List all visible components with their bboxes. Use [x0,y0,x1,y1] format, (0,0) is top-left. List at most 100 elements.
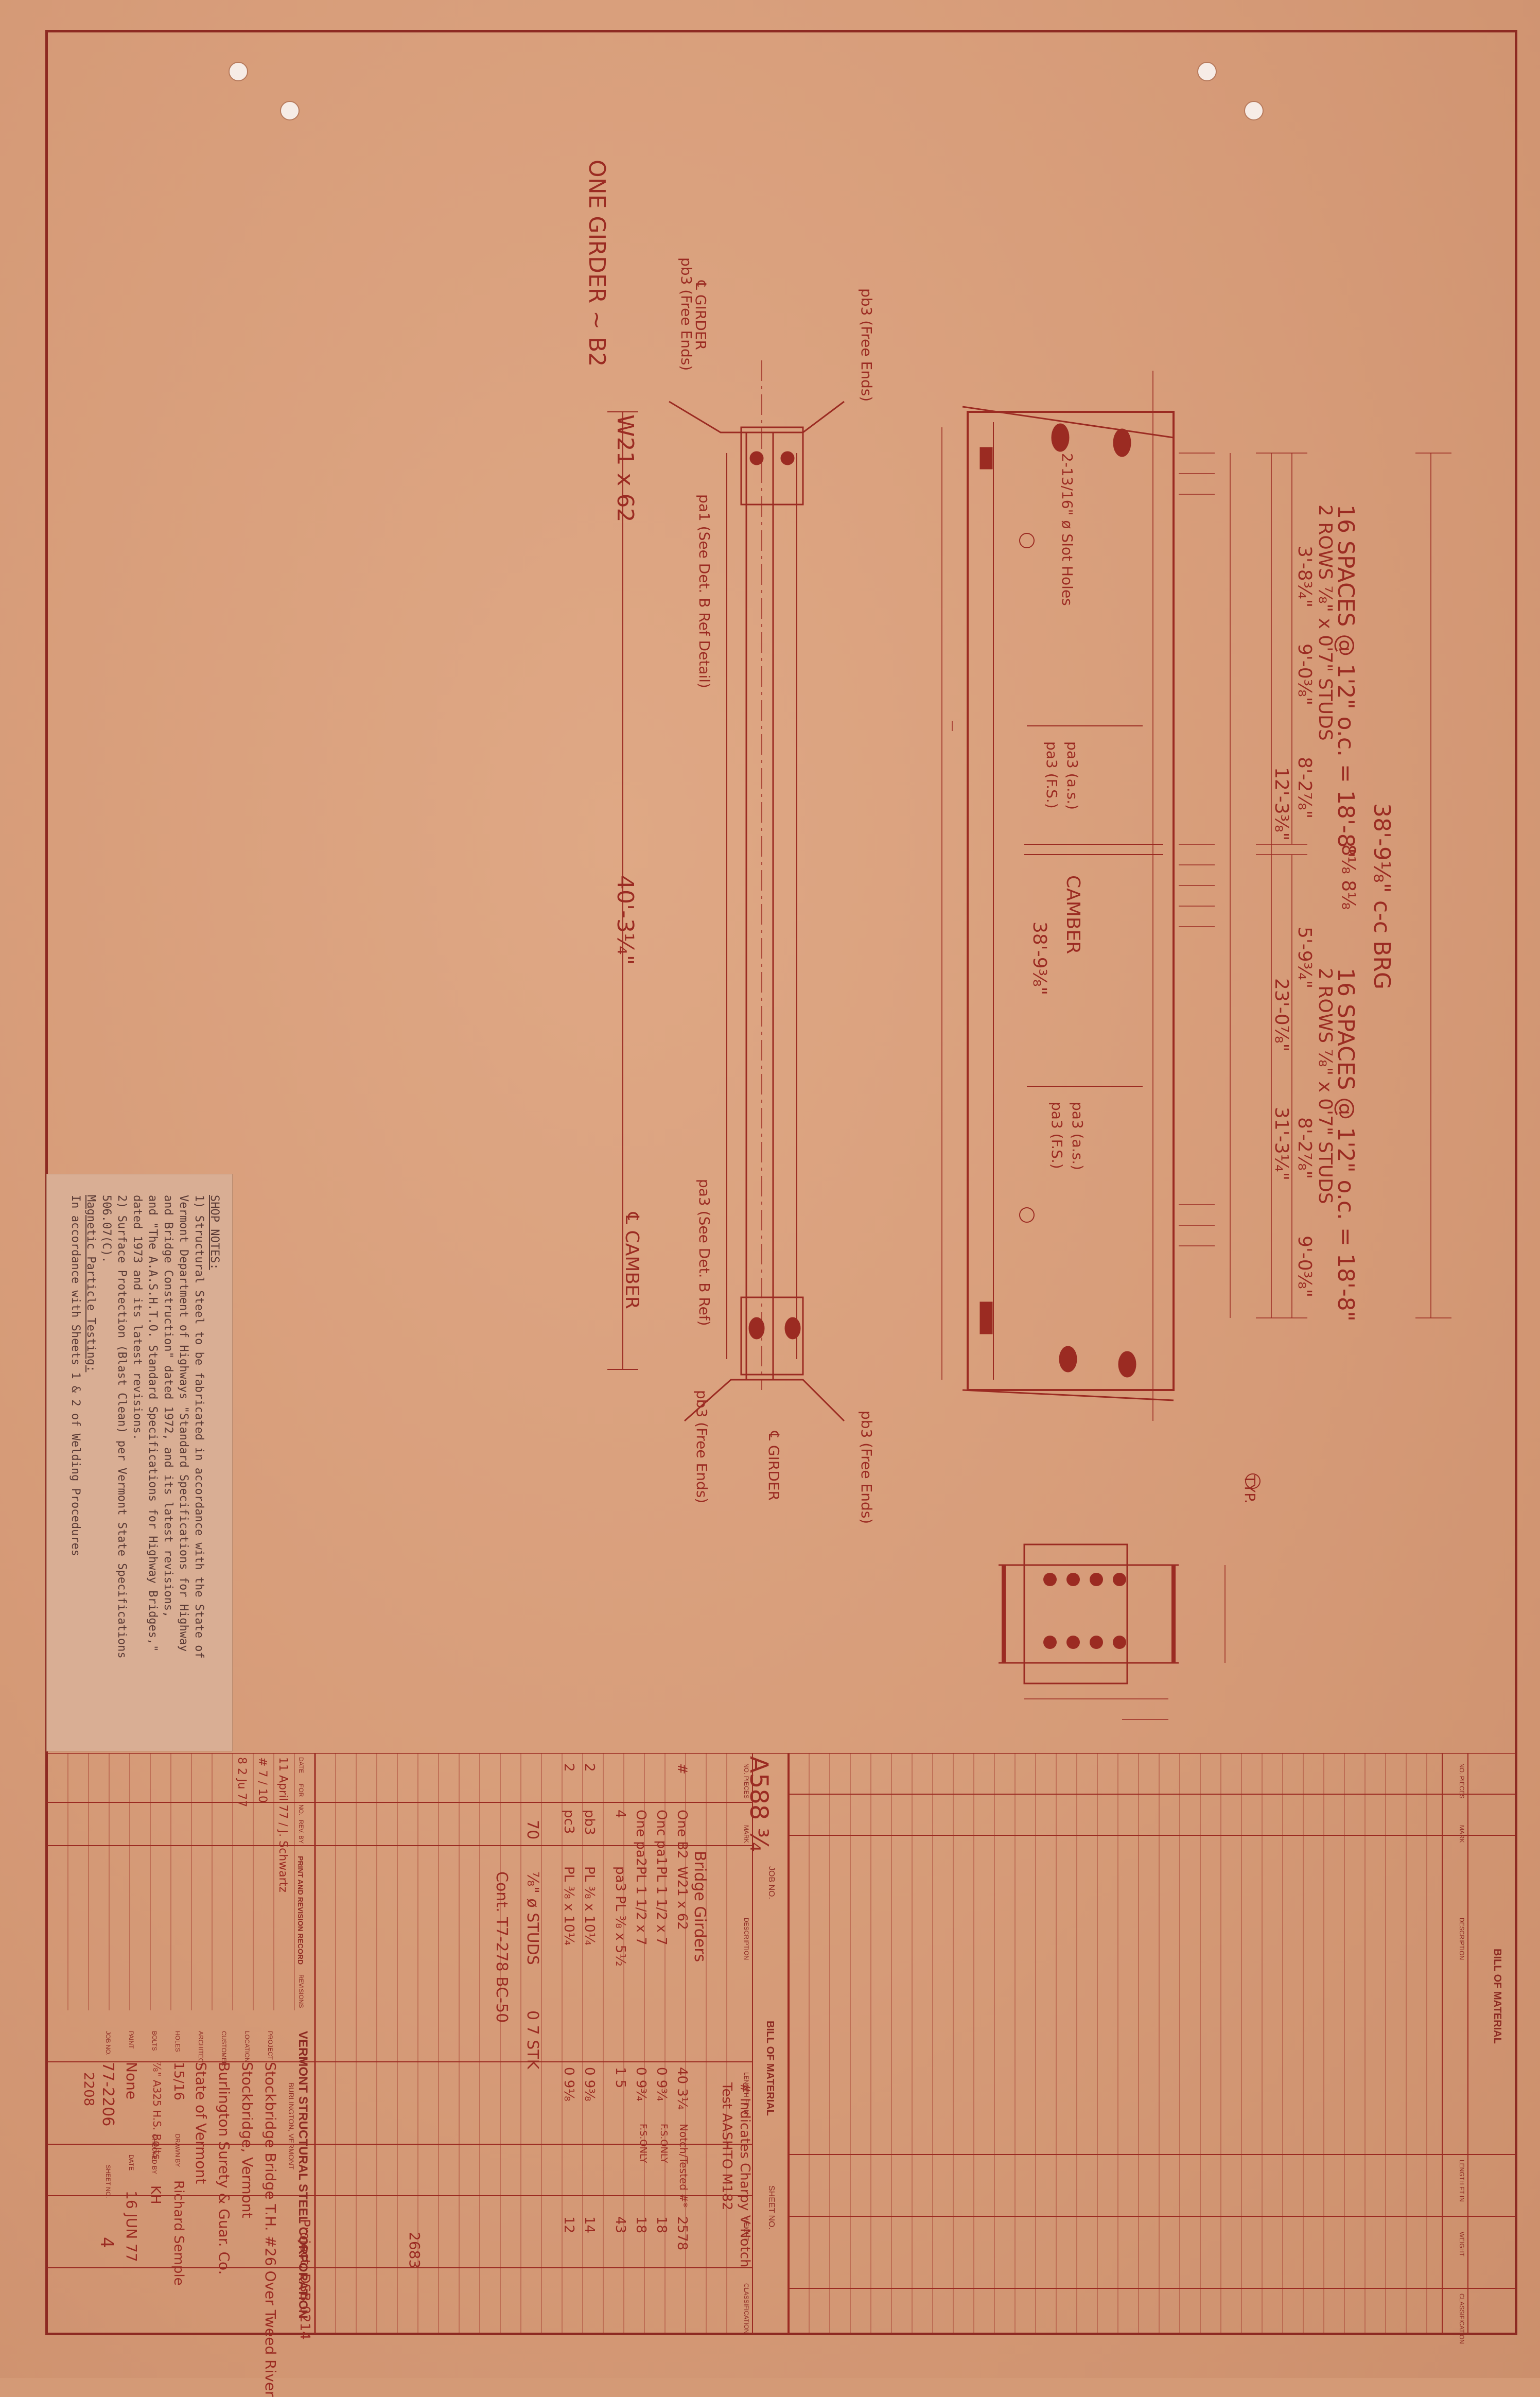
segment-dim: 23'-0⅞" [1271,978,1292,1052]
plate-note: pb3 (Free Ends) [858,1411,875,1524]
punch-hole [1244,101,1264,120]
girder-section-label: W21 x 62 [612,414,638,523]
mp-text: In accordance with Sheets 1 & 2 of Weldi… [69,1195,82,1556]
cl-girder-bottom: ℄ GIRDER [765,1431,782,1501]
camber-web-dim: 38'-9⅜" [1029,922,1050,996]
grade-label: A588 ¾ [744,1756,773,1852]
customer-value: Burlington Surety & Guar. Co. [216,2062,233,2275]
studs-qty: 70 [523,1820,541,1840]
group-title: Bridge Girders [691,1851,709,1962]
rev-header: DATE [297,1757,305,1774]
architect-label: ARCHITECT [197,2031,204,2066]
bom-mark: pb3 [582,1810,597,1835]
job-label: JOB NO. [104,2031,112,2056]
bom-note: F.S.ONLY [658,2124,669,2163]
shop-note-line: 1) Structural Steel to be fabricated in … [192,1195,205,1659]
shop-note-line: 2) Surface Protection (Blast Clean) per … [115,1195,128,1659]
date-label: DATE [128,2155,135,2171]
drawn-label: DRAWN BY [174,2134,181,2167]
bom-note: Notch/Tested #* [677,2124,690,2208]
studs-desc: ⅞" ø STUDS [523,1871,541,1965]
location-label: LOCATION [243,2031,251,2062]
segment-dim: 9'-0⅜" [1294,644,1315,706]
shop-note-line: and Bridge Construction" dated 1972, and… [162,1195,174,1618]
holes-value: 15/16 [171,2062,186,2100]
camber-top-label: ℄ CAMBER [621,1212,642,1309]
contract-no: Cont. T7-278 BC-50 [493,1871,511,2023]
shop-notes-panel: SHOP NOTES: 1) Structural Steel to be fa… [46,1174,233,1751]
bom-mark: 4 [612,1810,628,1818]
rev-header: NO. [297,1804,305,1816]
punch-hole [229,62,248,81]
punch-hole [1197,62,1217,81]
bom-mark: pc3 [561,1810,576,1834]
plate-note: pb3 (Free Ends) [678,257,695,371]
plate-note: pb3 (Free Ends) [693,1390,710,1504]
bom-length: 1 5 [612,2067,628,2089]
spaces-right: 16 SPACES @ 1'2" o.c. = 18'-8" [1333,968,1359,1322]
spaces-left: 16 SPACES @ 1'2" o.c. = 18'-8" [1333,505,1359,859]
rev-header: FOR [297,1784,305,1797]
bolts-label: BOLTS [151,2031,158,2051]
girder-web-edge [745,431,774,1381]
sheet-no-label: SHEET NO. [767,2185,776,2230]
studs-left: 2 ROWS ⅞" x 0'7" STUDS [1315,505,1336,741]
bom-title: BILL OF MATERIAL [764,2021,776,2116]
plate-note: pa3 (a.s.) [1064,741,1081,810]
bom-col-header: CLASSIFICATION [743,2283,750,2334]
segment-dim: 8'-2⅞" [1294,1117,1315,1179]
checked-value: KH [148,2185,163,2204]
bom-col-header: WEIGHT [1458,2232,1465,2256]
bom-grid [47,1753,1515,2334]
segment-dim: 5'-9¾" [1294,927,1315,989]
job-value: 77-2206 [99,2062,117,2127]
customer-label: CUSTOMER [220,2031,227,2066]
bom-length: 0 9¾ [633,2067,649,2101]
project-value: Stockbridge Bridge T.H. #26 Over Tweed R… [262,2062,279,2397]
bom-pcs: 2 [561,1763,576,1772]
bom-weight: 12 [561,2216,576,2234]
bom-desc: W21 x 62 [674,1866,690,1930]
bom-mark: One B2 [674,1810,690,1859]
rev-entry: 8 2 Ju 77 [235,1757,248,1808]
studs-right: 2 ROWS ⅞" x 0'7" STUDS [1315,968,1336,1204]
paint-value: None [123,2062,140,2100]
charpy-note: # Indicates Charpy V-Notch [737,2082,752,2268]
plate-note: pa3 (See Det. B Ref) [696,1179,713,1326]
punch-hole [280,101,300,120]
bom-pcs: # [674,1763,690,1775]
bom-col-header: DESCRIPTION [743,1918,750,1960]
studs-length: 0 7 STK [523,2010,541,2070]
segment-dim: 8'-2⅞" [1294,757,1315,819]
sheet-label: SHEET NO. [104,2165,112,2198]
location-value: Stockbridge, Vermont [239,2062,256,2218]
bom-weight: 43 [612,2216,628,2234]
camber-label: CAMBER [1062,875,1083,954]
bom-pcs: 2 [582,1763,597,1772]
stamp-number: 2208 [81,2072,96,2107]
plate-note: pa3 (F.S.) [1043,741,1060,809]
mp-heading: Magnetic Particle Testing: [84,1195,97,1373]
shop-note-line: Vermont Department of Highways "Standard… [177,1195,190,1652]
bom-total: 2683 [406,2232,423,2269]
shop-note-line: dated 1973 and its latest revisions. [131,1195,144,1440]
date-value: 16 JUN 77 [123,2191,140,2262]
plate-note: pa3 (F.S.) [1048,1102,1065,1169]
bom-desc: PL ⅜ x 10¼ [582,1866,597,1946]
rev-header: BY [297,1835,305,1844]
segment-dim: 9'-0⅜" [1294,1236,1315,1298]
rev-entry: 11 April 77 / J. Schwartz [276,1757,289,1892]
bom-length: 0 9¾ [654,2067,669,2101]
c-to-c-brg: 38'-9⅛" c-c BRG [1369,803,1395,989]
bom-note: F.S.ONLY [638,2124,649,2163]
segment-dim: 3'-8¾" [1294,546,1315,608]
bom-col-header: DESCRIPTION [1458,1918,1465,1960]
plate-note: pb3 (Free Ends) [858,288,875,402]
bom-col-header: NO. PIECES [1458,1763,1465,1799]
paint-label: PAINT [128,2031,135,2049]
shop-notes-heading: SHOP NOTES: [208,1195,221,1270]
revision-record-title: PRINT AND REVISION RECORD [296,1856,305,1965]
bom-weight: 18 [633,2216,649,2234]
